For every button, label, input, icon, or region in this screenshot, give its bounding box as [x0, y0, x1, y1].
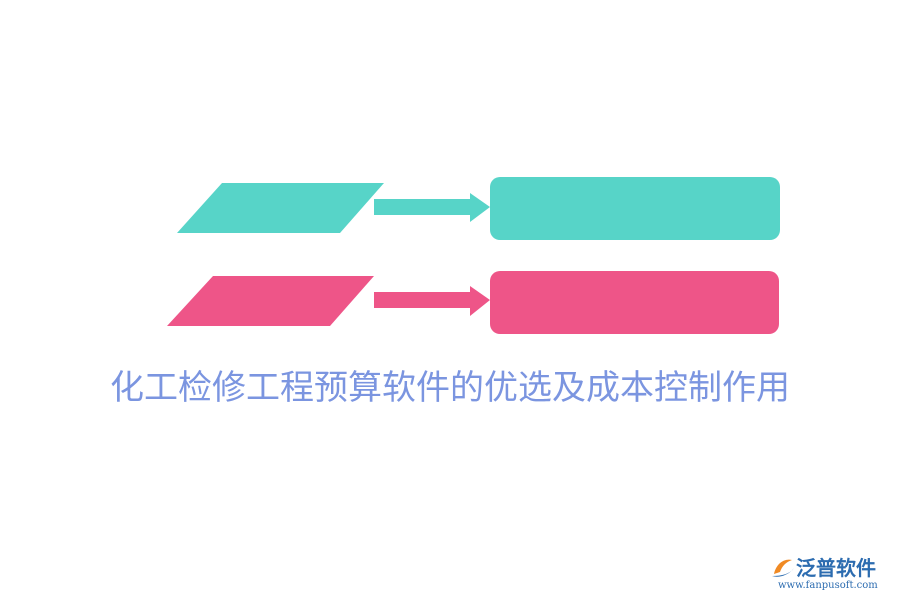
fanpu-logo-icon: [772, 559, 794, 577]
brand-logo: 泛普软件 www.fanpusoft.com: [770, 552, 892, 594]
pink-arrow: [374, 286, 490, 316]
teal-box: [490, 177, 780, 240]
logo-url: www.fanpusoft.com: [778, 580, 878, 591]
teal-arrow: [374, 193, 490, 222]
teal-parallelogram: [177, 183, 384, 233]
logo-name: 泛普软件: [796, 556, 876, 580]
pink-parallelogram: [167, 276, 374, 326]
page-title: 化工检修工程预算软件的优选及成本控制作用: [110, 368, 790, 408]
pink-box: [490, 271, 779, 334]
